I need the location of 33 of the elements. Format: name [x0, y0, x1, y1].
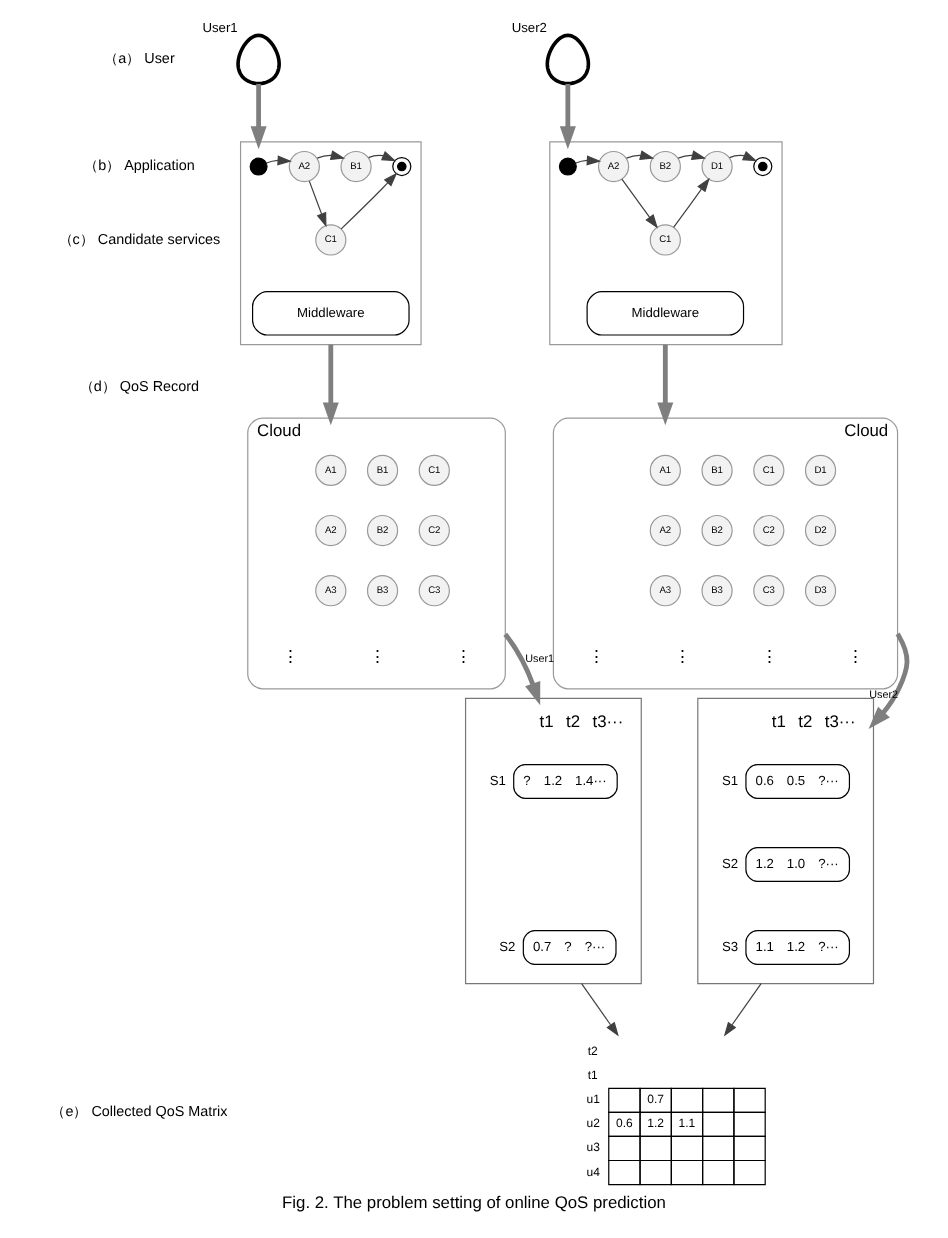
arrow [657, 344, 674, 426]
arrow [575, 155, 602, 166]
arrow [673, 177, 710, 228]
arrow [677, 150, 707, 161]
arrow [265, 155, 292, 166]
arrow [621, 178, 658, 229]
node-person [236, 33, 281, 86]
node-circle [249, 157, 268, 176]
node-circle [392, 156, 412, 177]
arrow [559, 83, 576, 150]
arrow [308, 180, 327, 228]
arrow [581, 983, 619, 1037]
arrow [503, 632, 541, 706]
label: ⋮ [847, 645, 864, 666]
label: ⋮ [368, 645, 385, 666]
label: ⋮ [760, 645, 777, 666]
node-circle [753, 156, 773, 177]
cluster [239, 141, 422, 346]
arrow [868, 632, 910, 729]
label: ⋮ [587, 645, 604, 666]
label: ⋮ [281, 645, 298, 666]
label: ⋮ [674, 645, 691, 666]
node-person [545, 33, 591, 86]
arrow [625, 150, 655, 161]
node-circle [558, 157, 577, 176]
arrow [340, 172, 398, 230]
arrow [322, 344, 339, 426]
caption: Fig. 2. The problem setting of online QoS prediction [282, 1191, 666, 1212]
arrow [250, 83, 267, 150]
arrow [316, 150, 346, 161]
arrow [723, 983, 762, 1037]
label: ⋮ [455, 645, 472, 666]
cluster [549, 141, 783, 346]
